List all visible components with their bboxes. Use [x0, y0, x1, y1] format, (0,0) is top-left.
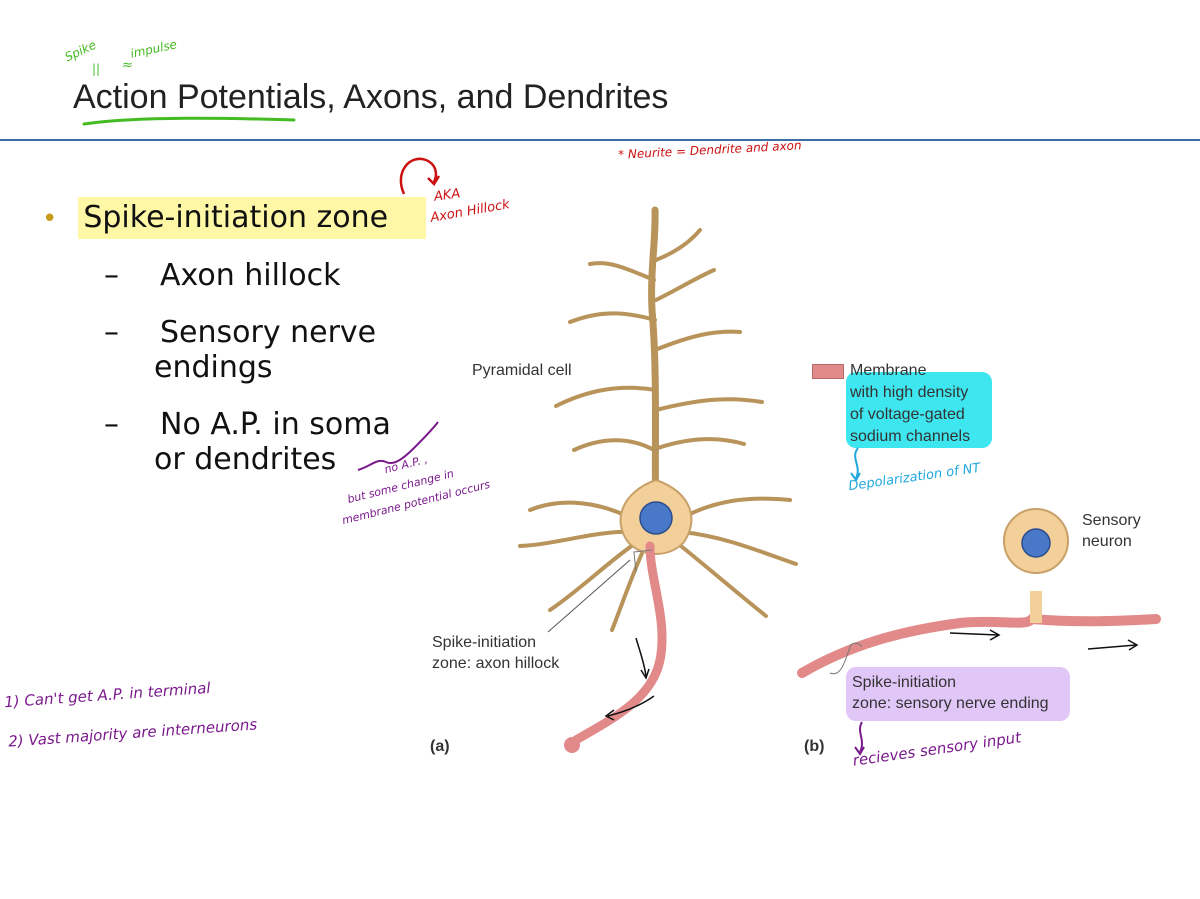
highlight-sensory-ending	[846, 667, 1070, 721]
bullet-dot: •	[42, 204, 58, 234]
membrane-legend-line-1: Membrane	[850, 362, 927, 379]
bullet-main-text: Spike-initiation zone	[83, 200, 389, 235]
spike-sensory-line-1: Spike-initiation	[852, 674, 957, 691]
sub-bullet-3-cont: or dendrites	[154, 442, 337, 477]
handwritten-equals: ||	[92, 62, 101, 76]
handwritten-receives: recieves sensory input	[851, 728, 1023, 770]
sub-bullet-dash: –	[104, 407, 119, 442]
handwritten-approx: ≈	[122, 58, 133, 73]
purple-squiggle	[357, 421, 439, 471]
highlight-membrane	[846, 372, 992, 448]
handwritten-spike: Spike	[62, 37, 99, 65]
handwritten-neurite: * Neurite = Dendrite and axon	[617, 138, 802, 162]
sub-bullet-text: No A.P. in soma	[160, 407, 391, 442]
sensory-label-line-1: Sensory	[1082, 512, 1141, 529]
sub-bullet-2-cont: endings	[154, 350, 273, 385]
purple-arrow	[854, 721, 865, 756]
sub-bullet-text: Sensory nerve	[160, 315, 377, 350]
handwritten-impulse: impulse	[129, 37, 179, 61]
sensory-label-line-2: neuron	[1082, 533, 1132, 550]
handwritten-note-2: 2) Vast majority are interneurons	[7, 715, 258, 751]
membrane-legend-line-2: with high density	[850, 384, 969, 401]
spike-hillock-line-2: zone: axon hillock	[432, 655, 560, 672]
highlight-spike-zone	[78, 197, 426, 239]
pyramidal-cell-illustration	[518, 206, 798, 753]
membrane-legend-line-3: of voltage-gated	[850, 406, 965, 423]
handwritten-note-1: 1) Can't get A.P. in terminal	[3, 678, 212, 712]
membrane-legend-line-4: sodium channels	[850, 428, 971, 445]
sub-bullet-text: Axon hillock	[160, 258, 341, 293]
sub-bullet-3: – No A.P. in soma	[104, 407, 391, 442]
title-rule	[0, 139, 1200, 141]
red-arrow-curve	[399, 157, 441, 195]
handwritten-aka: AKA	[433, 186, 462, 205]
green-underline	[82, 116, 296, 126]
sub-bullet-2: – Sensory nerve	[104, 315, 376, 350]
panel-b-text: (b)	[804, 738, 825, 755]
membrane-legend-swatch	[812, 364, 844, 379]
slide-title: Action Potentials, Axons, and Dendrites	[73, 78, 669, 116]
sub-bullet-1: – Axon hillock	[104, 258, 341, 293]
sensory-neuron-illustration	[797, 508, 1161, 678]
pyramidal-cell-label: Pyramidal cell	[472, 362, 572, 379]
sub-bullet-dash: –	[104, 258, 119, 293]
panel-a-label: (a)	[430, 738, 450, 756]
panel-b-label: (b)	[804, 738, 824, 756]
spike-hillock-line-1: Spike-initiation	[432, 634, 537, 651]
panel-a-text: (a)	[430, 738, 450, 755]
spike-sensory-line-2: zone: sensory nerve ending	[852, 695, 1049, 712]
bullet-main: • Spike-initiation zone	[42, 200, 388, 235]
sub-bullet-dash: –	[104, 315, 119, 350]
blue-arrow	[850, 447, 861, 482]
